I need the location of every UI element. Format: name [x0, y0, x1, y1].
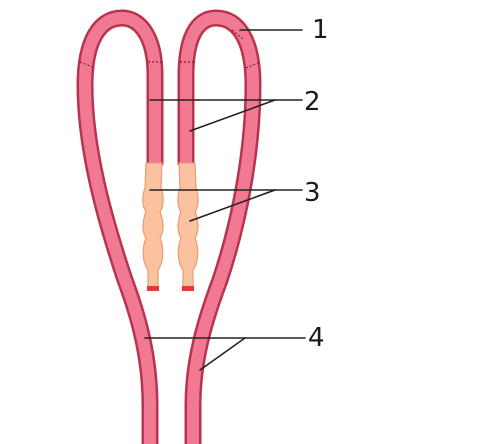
right-swelling: [177, 162, 199, 291]
pointer-lines: [144, 29, 306, 371]
left-loop-mark-outer: [79, 61, 96, 69]
label-1: 1: [312, 15, 329, 45]
left-tube-tip: [147, 286, 159, 291]
left-swelling-shape: [142, 162, 164, 289]
right-loop-mark-outer: [245, 61, 261, 69]
right-swelling-shape: [177, 162, 199, 289]
pointer-3b: [189, 189, 276, 222]
label-2: 2: [304, 87, 321, 117]
label-3: 3: [304, 178, 321, 208]
labels: 1 2 3 4: [304, 15, 329, 353]
right-loop-mark-top: [231, 29, 245, 41]
right-tube-fill: [180, 12, 259, 444]
left-swelling: [142, 162, 164, 291]
segment-marks: [79, 29, 261, 69]
pointer-2b: [189, 99, 276, 132]
left-tube-fill: [79, 12, 161, 444]
pointer-4b: [199, 337, 246, 371]
right-tube: [177, 9, 262, 444]
right-tube-tip: [182, 286, 194, 291]
left-tube: [76, 9, 164, 444]
label-4: 4: [308, 323, 325, 353]
